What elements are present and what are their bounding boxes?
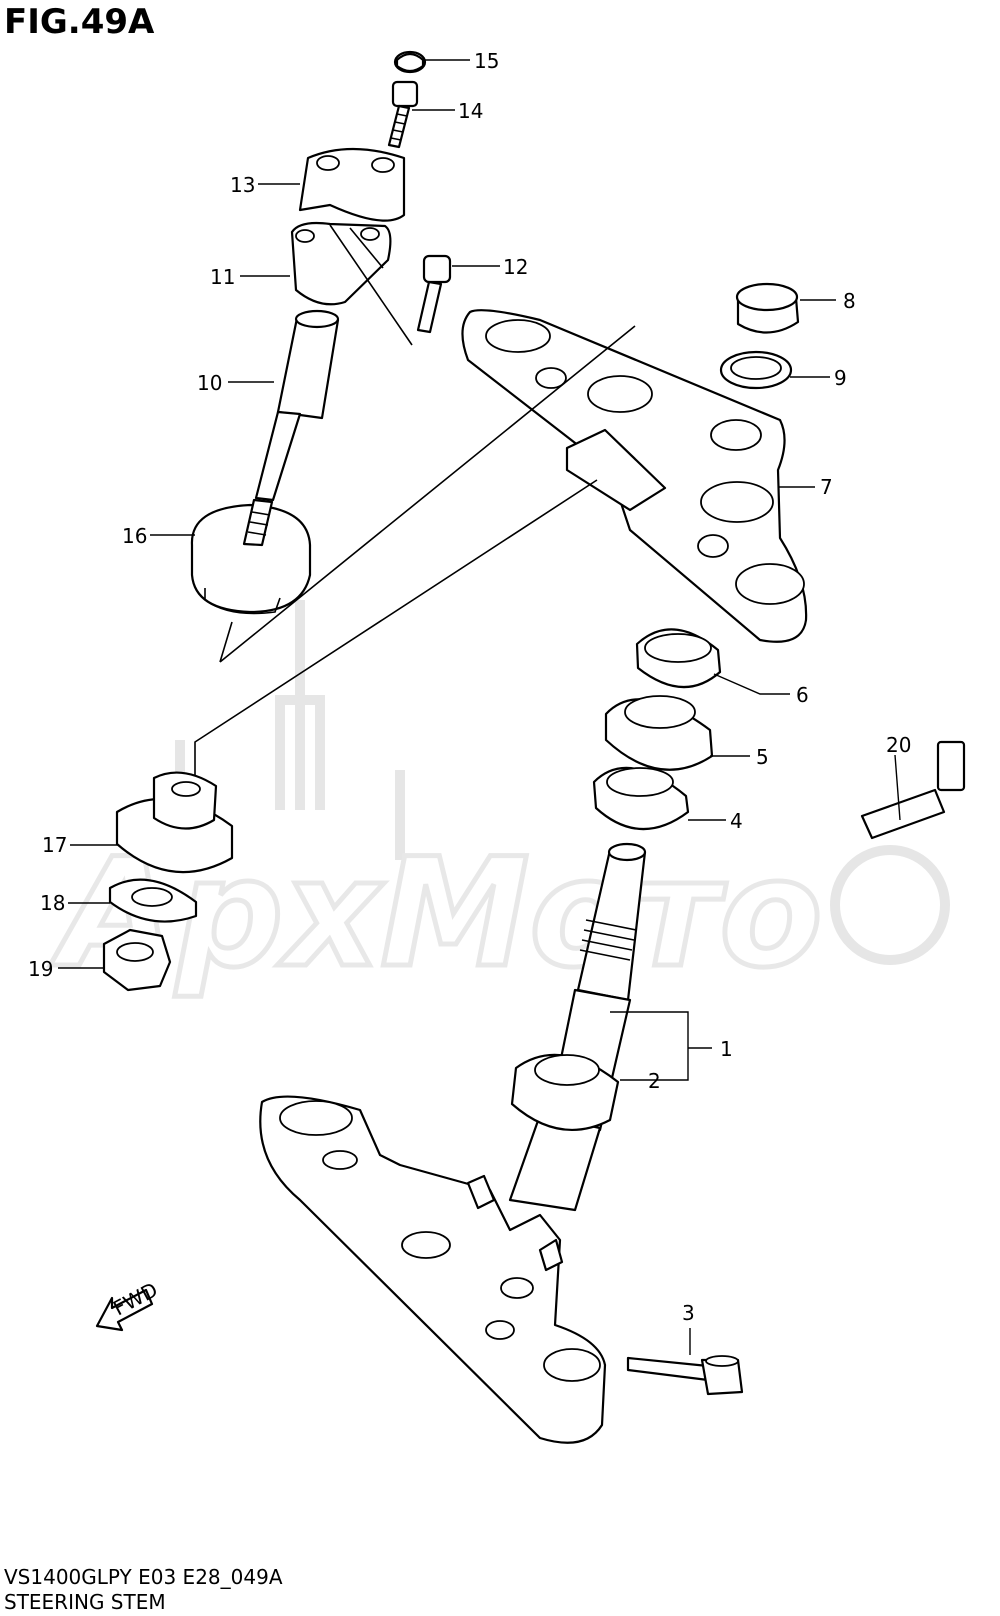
- callout-11: 11: [210, 265, 235, 289]
- fwd-arrow-icon: FWD: [95, 1277, 162, 1332]
- part-10-spacer: [254, 309, 340, 502]
- callout-14: 14: [458, 99, 483, 123]
- part-13-upper-holder: [298, 147, 406, 222]
- part-9-washer: [719, 350, 793, 390]
- callout-18: 18: [40, 891, 65, 915]
- callout-1: 1: [720, 1037, 733, 1061]
- part-11-lower-holder: [290, 221, 392, 306]
- callout-8: 8: [843, 289, 856, 313]
- callout-10: 10: [197, 371, 222, 395]
- part-6-lock-nut: [635, 628, 722, 689]
- callout-9: 9: [834, 366, 847, 390]
- callout-6: 6: [796, 683, 809, 707]
- part-20-sensor: [860, 740, 966, 840]
- model-code: VS1400GLPY E03 E28_049A: [4, 1565, 283, 1589]
- callout-12: 12: [503, 255, 528, 279]
- part-8-cap: [735, 282, 800, 334]
- callout-3: 3: [682, 1301, 695, 1325]
- part-18-washer: [108, 878, 198, 923]
- callout-20: 20: [886, 733, 911, 757]
- figure-description: STEERING STEM: [4, 1590, 166, 1614]
- leader-holder-to-bracket: [329, 224, 413, 346]
- figure-title: FIG.49A: [4, 2, 155, 42]
- lower-bracket: [259, 1095, 607, 1444]
- callout-4: 4: [730, 809, 743, 833]
- callout-17: 17: [42, 833, 67, 857]
- fork-indicator-line: [194, 325, 636, 778]
- part-7-upper-bracket: [461, 309, 808, 643]
- callout-16: 16: [122, 524, 147, 548]
- callout-19: 19: [28, 957, 53, 981]
- part-14-bolt: [387, 80, 419, 149]
- part-19-nut: [102, 928, 172, 992]
- callout-7: 7: [820, 475, 833, 499]
- part-3-bolt: [626, 1355, 744, 1396]
- part-16-bushing: [190, 498, 312, 615]
- part-4-bearing: [592, 766, 690, 831]
- callout-5: 5: [756, 745, 769, 769]
- leader-lines: [58, 59, 901, 1355]
- part-12-bolt: [416, 254, 452, 334]
- part-17-dust-seal: [115, 771, 234, 874]
- part-15-cap: [393, 50, 427, 74]
- part-5-bearing: [604, 695, 714, 771]
- callout-2: 2: [648, 1069, 661, 1093]
- callout-labels: 1 2 3 4 5 6 7 8 9 10 11 12 13 14 15 16 1…: [28, 49, 911, 1325]
- part-2-seal: [510, 1053, 620, 1132]
- callout-15: 15: [474, 49, 499, 73]
- callout-13: 13: [230, 173, 255, 197]
